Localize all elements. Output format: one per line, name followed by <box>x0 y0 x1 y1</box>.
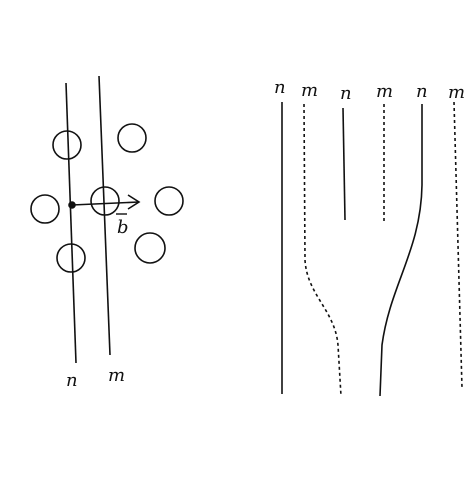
vector-label: b <box>117 217 129 238</box>
atom-circle <box>90 186 120 216</box>
plane-n-3 <box>379 104 423 397</box>
plane-m-3 <box>453 101 463 389</box>
plane-label-1: n <box>274 77 286 98</box>
vector-shaft <box>71 201 140 206</box>
plane-label-4: m <box>376 81 393 102</box>
plane-label-3: n <box>340 83 352 104</box>
extra-half-plane <box>342 107 346 221</box>
atom-circle <box>30 194 60 224</box>
plane-label-2: m <box>301 80 318 101</box>
atom-circle <box>117 123 147 153</box>
left-panel <box>30 75 184 364</box>
line-m-label: m <box>108 365 125 386</box>
right-panel <box>281 101 463 397</box>
atom-circle <box>154 186 184 216</box>
plane-label-5: n <box>416 81 428 102</box>
atom-circle <box>134 232 166 264</box>
line-n-label: n <box>66 370 78 391</box>
plane-m-1 <box>303 103 342 397</box>
vector-arrowhead <box>127 194 141 210</box>
plane-label-6: m <box>448 82 465 103</box>
atom-circle <box>52 130 82 160</box>
atom-circle <box>56 243 86 273</box>
line-n <box>65 82 77 364</box>
